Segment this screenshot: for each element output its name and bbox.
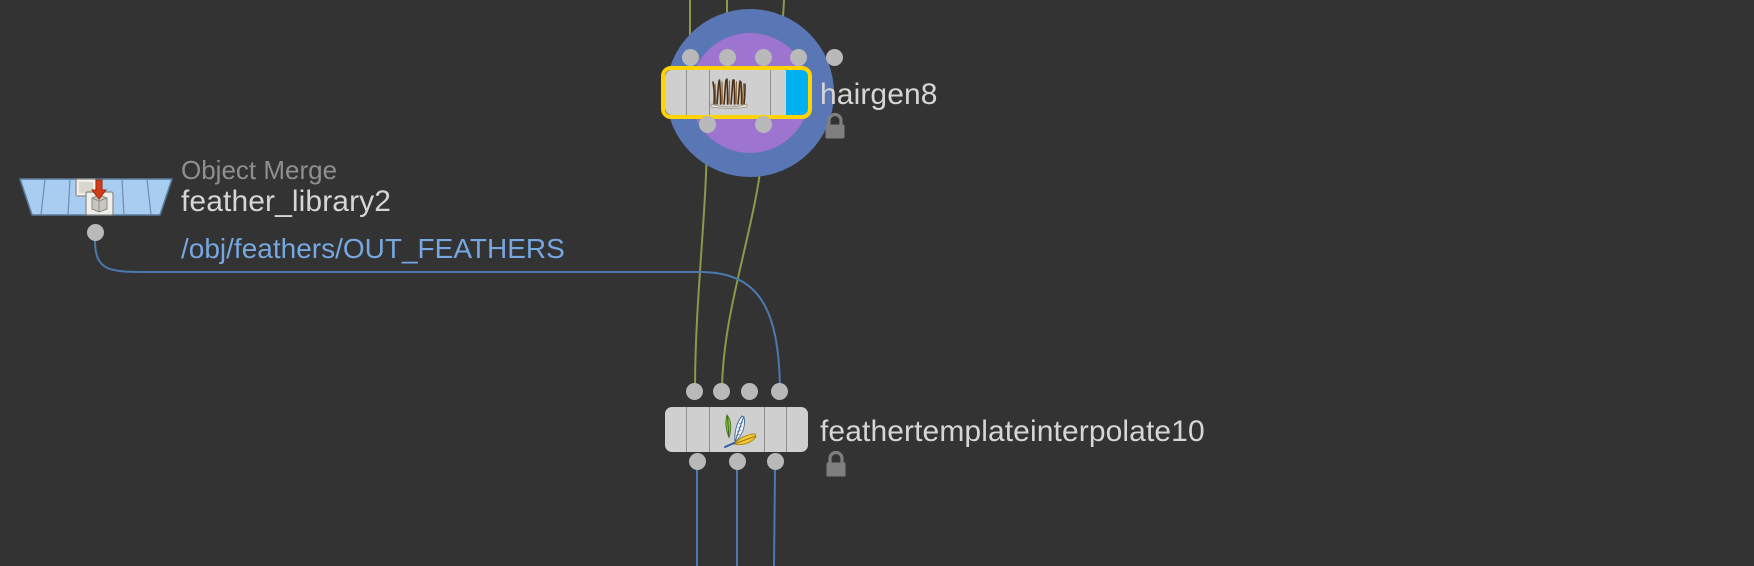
node-divider: [770, 70, 771, 115]
output-connector[interactable]: [87, 224, 104, 241]
node-hairgen8-label: hairgen8: [820, 78, 938, 111]
node-divider: [786, 407, 787, 452]
wire-top-3: [779, 0, 785, 53]
wire-bottom-out-3: [773, 469, 776, 566]
input-connector[interactable]: [771, 383, 788, 400]
display-flag-strip[interactable]: [786, 70, 808, 115]
wire-hairgen-out-1: [694, 131, 708, 391]
lock-icon: [823, 450, 849, 478]
input-connector[interactable]: [826, 49, 843, 66]
node-divider: [764, 407, 765, 452]
node-divider: [686, 407, 687, 452]
wire-hairgen-out-2: [721, 131, 764, 391]
node-divider: [709, 70, 710, 115]
input-connector[interactable]: [682, 49, 699, 66]
node-feathertemplateinterpolate10-body[interactable]: [665, 407, 808, 452]
input-connector[interactable]: [713, 383, 730, 400]
node-feather-library2-body[interactable]: [18, 176, 174, 218]
hair-tuft-icon: [709, 76, 749, 110]
input-connector[interactable]: [755, 49, 772, 66]
node-feather-library2-label: feather_library2: [181, 185, 392, 218]
output-connector[interactable]: [767, 453, 784, 470]
object-merge-icon: [75, 178, 117, 216]
node-divider: [709, 407, 710, 452]
node-feather-library2-path[interactable]: /obj/feathers/OUT_FEATHERS: [181, 233, 565, 264]
feather-icon: [715, 412, 759, 448]
lock-icon: [822, 112, 848, 140]
node-feather-library2-type-label: Object Merge: [181, 155, 338, 185]
node-feathertemplateinterpolate10-label: feathertemplateinterpolate10: [820, 415, 1205, 448]
output-connector[interactable]: [729, 453, 746, 470]
node-hairgen8-body[interactable]: [665, 70, 808, 115]
input-connector[interactable]: [686, 383, 703, 400]
output-connector[interactable]: [755, 116, 772, 133]
input-connector[interactable]: [790, 49, 807, 66]
input-connector[interactable]: [719, 49, 736, 66]
node-divider: [686, 70, 687, 115]
output-connector[interactable]: [699, 116, 716, 133]
output-connector[interactable]: [689, 453, 706, 470]
input-connector[interactable]: [741, 383, 758, 400]
